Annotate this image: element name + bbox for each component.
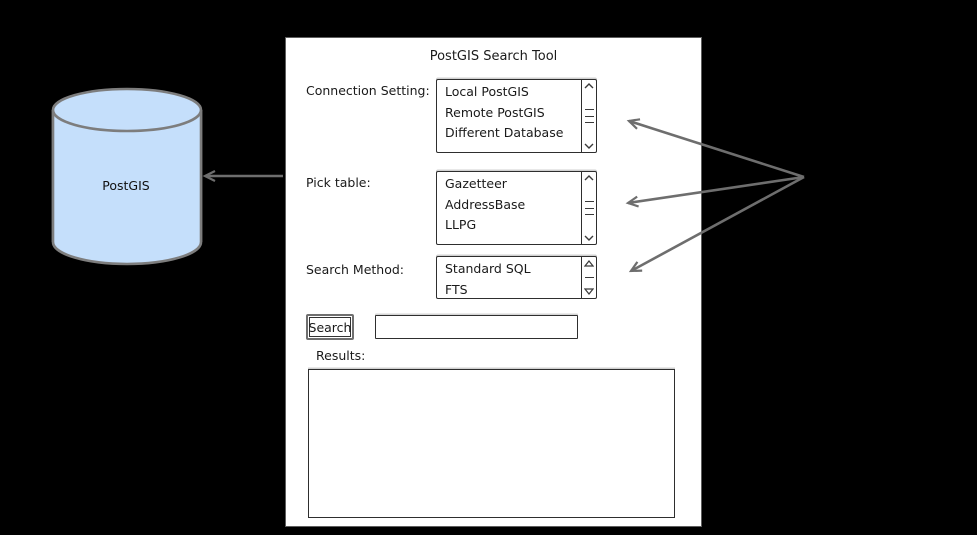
database-label: PostGIS <box>102 178 150 193</box>
scrollbar-up-icon[interactable] <box>584 175 594 181</box>
connection-setting-label: Connection Setting: <box>306 83 430 98</box>
connection-listbox[interactable]: Local PostGIS Remote PostGIS Different D… <box>436 79 597 153</box>
list-item[interactable]: Local PostGIS <box>445 84 529 99</box>
pick-table-label: Pick table: <box>306 175 371 190</box>
scrollbar-thumb-icon[interactable] <box>584 199 594 218</box>
method-listbox-items: Standard SQL FTS <box>437 257 581 298</box>
connection-listbox-items: Local PostGIS Remote PostGIS Different D… <box>437 80 581 152</box>
spinner-thumb-icon[interactable] <box>584 277 594 278</box>
spinner-down-icon[interactable] <box>584 288 594 295</box>
scrollbar[interactable] <box>581 172 596 244</box>
method-listbox[interactable]: Standard SQL FTS <box>436 256 597 299</box>
postgis-database-cylinder <box>45 84 209 272</box>
page-title: PostGIS Search Tool <box>429 49 558 64</box>
results-label: Results: <box>316 348 366 363</box>
list-item[interactable]: Different Database <box>445 125 564 140</box>
list-item[interactable]: LLPG <box>445 217 477 232</box>
list-item[interactable]: Standard SQL <box>445 261 531 276</box>
scrollbar-thumb-icon[interactable] <box>584 107 594 126</box>
search-method-label: Search Method: <box>306 262 405 277</box>
spinner[interactable] <box>581 257 596 298</box>
scrollbar-down-icon[interactable] <box>584 143 594 149</box>
list-item[interactable]: Remote PostGIS <box>445 104 545 120</box>
table-listbox[interactable]: Gazetteer AddressBase LLPG <box>436 171 597 245</box>
scrollbar[interactable] <box>581 80 596 152</box>
search-button[interactable]: Search <box>306 314 354 340</box>
list-item[interactable]: FTS <box>445 281 468 297</box>
postgis-search-tool-panel: PostGIS Search Tool Connection Setting: … <box>285 37 702 527</box>
list-item[interactable]: Gazetteer <box>445 176 507 191</box>
list-item[interactable]: AddressBase <box>445 196 526 212</box>
database-cylinder-shape <box>51 87 203 266</box>
results-box[interactable] <box>308 369 675 518</box>
scrollbar-down-icon[interactable] <box>584 235 594 241</box>
spinner-up-icon[interactable] <box>584 260 594 267</box>
scrollbar-up-icon[interactable] <box>584 83 594 89</box>
search-input[interactable] <box>375 315 578 339</box>
table-listbox-items: Gazetteer AddressBase LLPG <box>437 172 581 244</box>
